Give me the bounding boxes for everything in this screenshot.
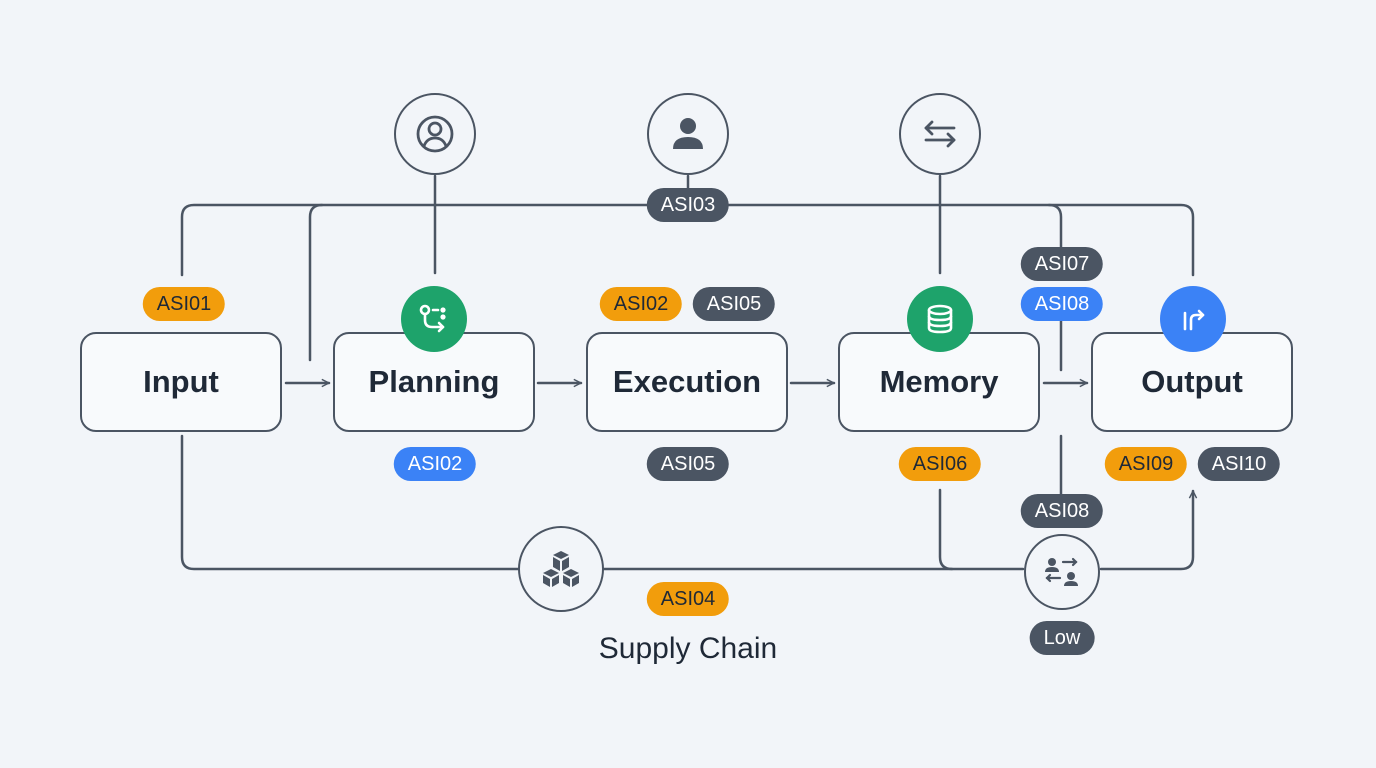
swap-arrows-icon[interactable] bbox=[899, 93, 981, 175]
user-circle-icon[interactable] bbox=[394, 93, 476, 175]
planning-node[interactable]: Planning bbox=[333, 332, 535, 432]
badge-asi02-execution: ASI02 bbox=[599, 287, 683, 321]
badge-asi07: ASI07 bbox=[1020, 247, 1104, 281]
users-exchange-icon[interactable] bbox=[1024, 534, 1100, 610]
badge-asi05-execution: ASI05 bbox=[692, 287, 776, 321]
output-node[interactable]: Output bbox=[1091, 332, 1293, 432]
execution-node[interactable]: Execution bbox=[586, 332, 788, 432]
user-icon[interactable] bbox=[647, 93, 729, 175]
turn-right-icon bbox=[1160, 286, 1226, 352]
badge-asi08-bottom: ASI08 bbox=[1020, 494, 1104, 528]
boxes-icon[interactable] bbox=[518, 526, 604, 612]
badge-asi08-top: ASI08 bbox=[1020, 287, 1104, 321]
badge-asi10: ASI10 bbox=[1197, 447, 1281, 481]
badge-asi02-planning: ASI02 bbox=[393, 447, 477, 481]
badge-asi01: ASI01 bbox=[142, 287, 226, 321]
badge-asi06: ASI06 bbox=[898, 447, 982, 481]
badge-asi04: ASI04 bbox=[646, 582, 730, 616]
supply-chain-caption: Supply Chain bbox=[598, 632, 778, 665]
badge-low: Low bbox=[1029, 621, 1095, 655]
badge-asi05-execution-bottom: ASI05 bbox=[646, 447, 730, 481]
branch-icon bbox=[401, 286, 467, 352]
database-icon bbox=[907, 286, 973, 352]
input-node[interactable]: Input bbox=[80, 332, 282, 432]
badge-asi09: ASI09 bbox=[1104, 447, 1188, 481]
badge-asi03: ASI03 bbox=[646, 188, 730, 222]
